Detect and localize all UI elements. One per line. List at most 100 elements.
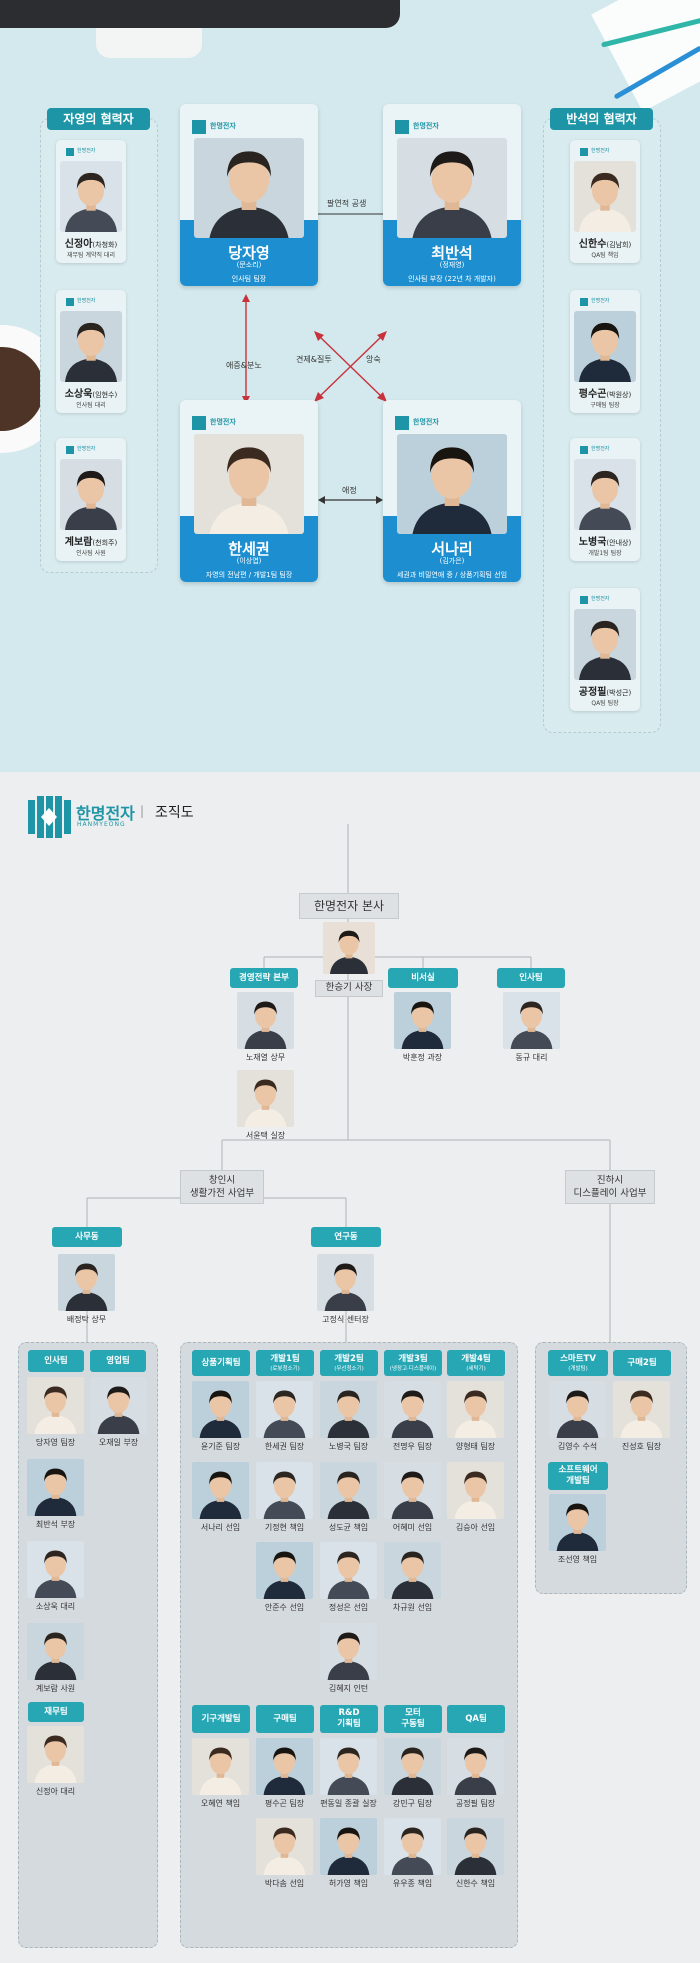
team-smarttv: 스마트TV(개발팀) — [548, 1350, 608, 1376]
person-photo — [320, 1818, 377, 1875]
character-role: 인사팀 팀장 — [231, 275, 267, 283]
person-photo — [384, 1542, 441, 1599]
team-sales: 영업팀 — [90, 1350, 146, 1372]
actor-name: (정재영) — [439, 261, 465, 269]
person-name: 고정식 센터장 — [322, 1315, 369, 1324]
hanmyeong-logo-icon — [28, 796, 71, 838]
relation-label-top: 팔연적 공생 — [327, 199, 367, 208]
lab-team: 구매팀 — [256, 1705, 314, 1733]
org-person: 전명우 팀장 — [384, 1381, 441, 1452]
person-photo — [549, 1494, 606, 1551]
org-person: 정성은 선임 — [320, 1542, 377, 1613]
character-name-text: 노병국 — [578, 537, 607, 548]
character-name-text: 신정아 — [64, 239, 93, 250]
org-person: 신한수 책임 — [447, 1818, 504, 1889]
person-name: 허가영 책임 — [328, 1879, 369, 1888]
card-logo-text: 한명전자 — [591, 298, 610, 304]
person-name: 전명우 팀장 — [392, 1442, 433, 1451]
team-label: 연구동 — [334, 1231, 358, 1242]
team-label: 영업팀 — [106, 1355, 130, 1366]
actor-name: (이상엽) — [236, 557, 262, 565]
team-label: 구매팀 — [273, 1713, 297, 1724]
character-role: QA팀 책임 — [591, 252, 619, 259]
card-logo-text: 한명전자 — [591, 148, 610, 154]
person-name: 강민구 팀장 — [392, 1799, 433, 1808]
person-name: 조선영 책임 — [557, 1555, 598, 1564]
person-photo — [256, 1542, 313, 1599]
jinha-division: 진하시 디스플레이 사업부 — [565, 1170, 655, 1204]
character-role: 구매팀 팀장 — [590, 402, 620, 409]
org-person: 편동일 종괄 실장 — [320, 1738, 377, 1809]
relation-label-left: 애증&분노 — [226, 361, 262, 370]
character-name: 최반석 — [431, 244, 473, 262]
person-photo — [384, 1381, 441, 1438]
character-role: 세권과 비밀연애 중 / 상품기획팀 선임 — [396, 571, 508, 579]
company-logo-icon — [395, 416, 409, 430]
org-person: 공정필 팀장 — [447, 1738, 504, 1809]
person-name: 박훈정 과장 — [402, 1053, 443, 1062]
person-name: 양형태 팀장 — [455, 1442, 496, 1451]
org-person: 양형태 팀장 — [447, 1381, 504, 1452]
team-sublabel: (무선청소기) — [334, 1365, 364, 1372]
person-photo — [256, 1818, 313, 1875]
actor-name: (김가은) — [439, 557, 465, 565]
hq-label: 한명전자 본사 — [299, 893, 399, 919]
org-person: 조선영 책임 — [549, 1494, 606, 1565]
team-sublabel: (개발팀) — [568, 1365, 588, 1372]
character-role: 인사팀 부장 (22년 차 개발자) — [408, 275, 496, 283]
character-photo — [397, 138, 507, 238]
person-photo — [320, 1462, 377, 1519]
character-photo — [60, 311, 122, 382]
team-insa: 인사팀 — [28, 1350, 84, 1372]
dept-hr: 인사팀 — [497, 968, 565, 988]
company-logo-icon — [580, 298, 588, 306]
org-person: 차규원 선임 — [384, 1542, 441, 1613]
org-person: 진성호 팀장 — [613, 1381, 670, 1452]
person-name: 계보람 사원 — [35, 1684, 76, 1693]
person-photo — [384, 1818, 441, 1875]
person-photo — [320, 1623, 377, 1680]
character-name-text: 계보람 — [64, 537, 93, 548]
org-person: 고정식 센터장 — [317, 1254, 374, 1325]
org-person: 노재열 상무 — [237, 992, 294, 1063]
person-name: 노재열 상무 — [245, 1053, 286, 1062]
person-photo — [27, 1726, 84, 1783]
person-photo — [613, 1381, 670, 1438]
company-logo-icon — [580, 148, 588, 156]
card-logo-text: 한명전자 — [591, 446, 610, 452]
company-logo-icon — [395, 120, 409, 134]
company-logo-icon — [192, 120, 206, 134]
character-name-text: 공정필 — [578, 687, 607, 698]
card-logo-text: 한명전자 — [77, 148, 96, 154]
person-photo — [384, 1462, 441, 1519]
character-name-text: 평수곤 — [578, 389, 607, 400]
relation-label-cross2: 앙숙 — [366, 355, 381, 364]
person-photo — [27, 1541, 84, 1598]
relationship-section: 자영의 협력자 반석의 협력자 팔연적 공생 애증&분노 견제&질투 앙숙 애정… — [0, 0, 700, 772]
org-person: 오재일 부장 — [90, 1377, 147, 1448]
actor-name: (박성근) — [606, 689, 632, 697]
org-person: 서윤택 실장 — [237, 1070, 294, 1141]
card-logo-text: 한명전자 — [413, 122, 439, 130]
team-sublabel: (냉장고·디스플레이) — [389, 1365, 437, 1372]
person-photo — [237, 1070, 294, 1127]
character-role: 재무팀 계약직 대리 — [67, 252, 115, 259]
person-name: 유우종 책임 — [392, 1879, 433, 1888]
org-person: 김혜지 인턴 — [320, 1623, 377, 1694]
person-name: 배정탁 상무 — [66, 1315, 107, 1324]
person-name: 성도균 책임 — [328, 1523, 369, 1532]
person-photo — [447, 1818, 504, 1875]
person-name: 차규원 선임 — [392, 1603, 433, 1612]
person-name: 공정필 팀장 — [455, 1799, 496, 1808]
card-logo-text: 한명전자 — [413, 418, 439, 426]
person-name: 진성호 팀장 — [621, 1442, 662, 1451]
org-person: 박다솜 선임 — [256, 1818, 313, 1889]
person-name: 노병국 팀장 — [328, 1442, 369, 1451]
character-name: 소상욱(임현수) — [56, 385, 126, 400]
actor-name: (안내상) — [606, 539, 632, 547]
character-photo — [397, 434, 507, 534]
title-divider: | — [140, 804, 145, 818]
